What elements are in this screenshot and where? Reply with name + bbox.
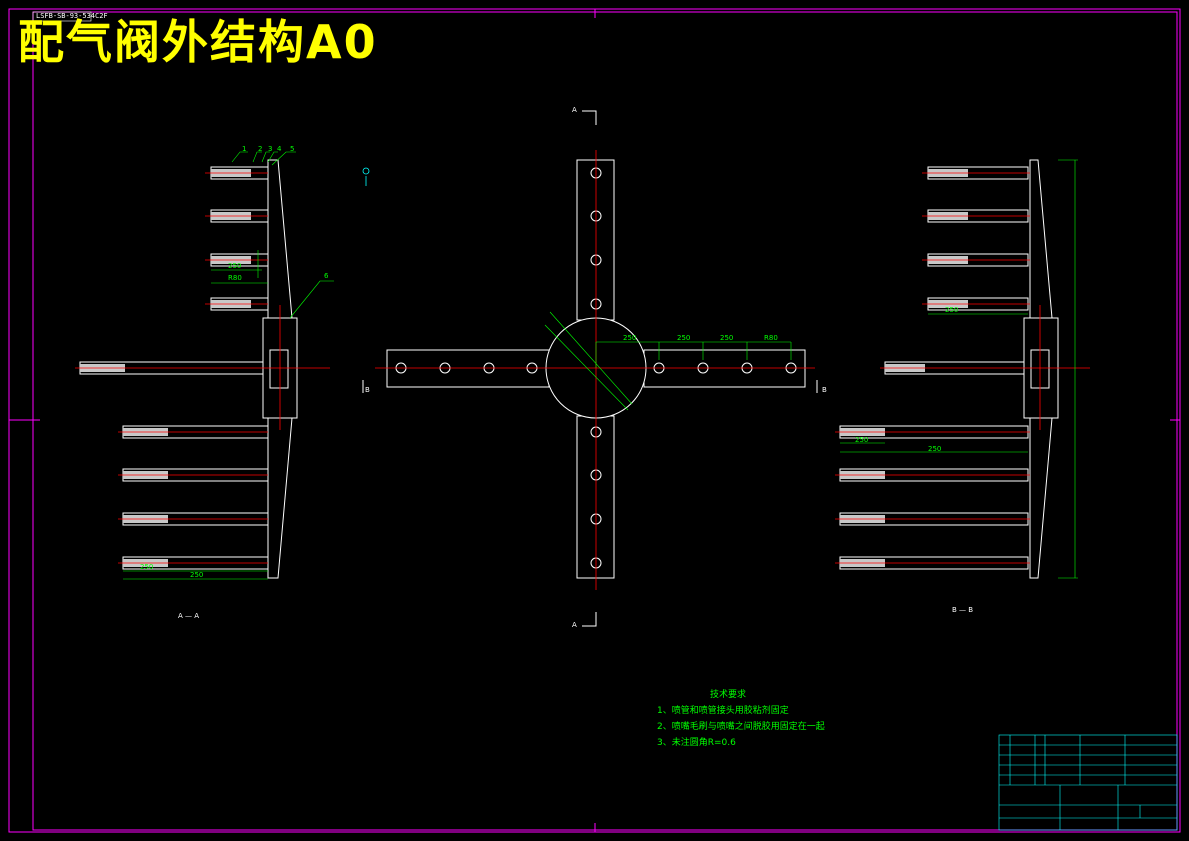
center-arm-right xyxy=(643,349,806,388)
center-dim-3: 250 xyxy=(720,334,734,342)
right-manifold-upper xyxy=(1029,159,1053,319)
center-dimensions xyxy=(544,311,792,411)
right-manifold-lower xyxy=(1029,417,1053,579)
right-dim-3: 250 xyxy=(928,445,942,453)
section-label-a-top: A xyxy=(572,106,577,114)
section-label-b-right: B xyxy=(822,386,827,394)
center-arm-left xyxy=(386,349,550,388)
left-dim-2: R80 xyxy=(228,274,242,282)
part-number-5: 5 xyxy=(290,145,295,153)
tech-req-item-1: 1、喷管和喷管接头用胶粘剂固定 xyxy=(657,706,789,716)
view-label-aa: A — A xyxy=(178,612,200,620)
part-number-2: 2 xyxy=(258,145,263,153)
section-label-b-left: B xyxy=(365,386,370,394)
right-dimensions xyxy=(840,159,1078,579)
left-hub-window xyxy=(269,349,289,389)
tech-req-heading: 技术要求 xyxy=(710,690,747,700)
section-label-a-bottom: A xyxy=(572,621,577,629)
part-number-6: 6 xyxy=(324,272,329,280)
left-dimensions xyxy=(123,151,334,580)
tech-req-item-3: 3、未注圆角R=0.6 xyxy=(657,738,736,748)
drawing-title: 配气阀外结构A0 xyxy=(18,15,378,69)
section-markers xyxy=(362,110,818,627)
drawing-code: LSFB-SB-93-534C2F xyxy=(36,12,108,20)
part-number-3: 3 xyxy=(268,145,273,153)
left-dim-4: 250 xyxy=(190,571,204,579)
center-arm-bottom xyxy=(576,415,615,579)
center-arm-top xyxy=(576,159,615,321)
part-number-4: 4 xyxy=(277,145,282,153)
view-label-bb: B — B xyxy=(952,606,974,614)
right-dim-1: 250 xyxy=(945,306,959,314)
center-centerlines xyxy=(375,150,815,590)
center-dim-2: 250 xyxy=(677,334,691,342)
tech-req-item-2: 2、喷嘴毛刷与喷嘴之间脱胶用固定在一起 xyxy=(657,722,825,732)
right-dim-2: 250 xyxy=(855,436,869,444)
left-dim-1: 250 xyxy=(228,262,242,270)
outer-frame xyxy=(8,8,1181,833)
part-number-1: 1 xyxy=(242,145,247,153)
center-dim-4: R80 xyxy=(764,334,778,342)
right-centerlines xyxy=(835,172,1090,564)
roughness-symbol xyxy=(362,167,370,186)
center-dim-1: 250 xyxy=(623,334,637,342)
title-block xyxy=(998,734,1178,831)
left-dim-3: 250 xyxy=(140,563,154,571)
inner-frame xyxy=(32,11,1178,831)
left-manifold-upper xyxy=(267,159,293,319)
left-centerlines xyxy=(75,172,330,564)
left-manifold-lower xyxy=(267,417,293,579)
drawing-code-box xyxy=(32,11,92,22)
